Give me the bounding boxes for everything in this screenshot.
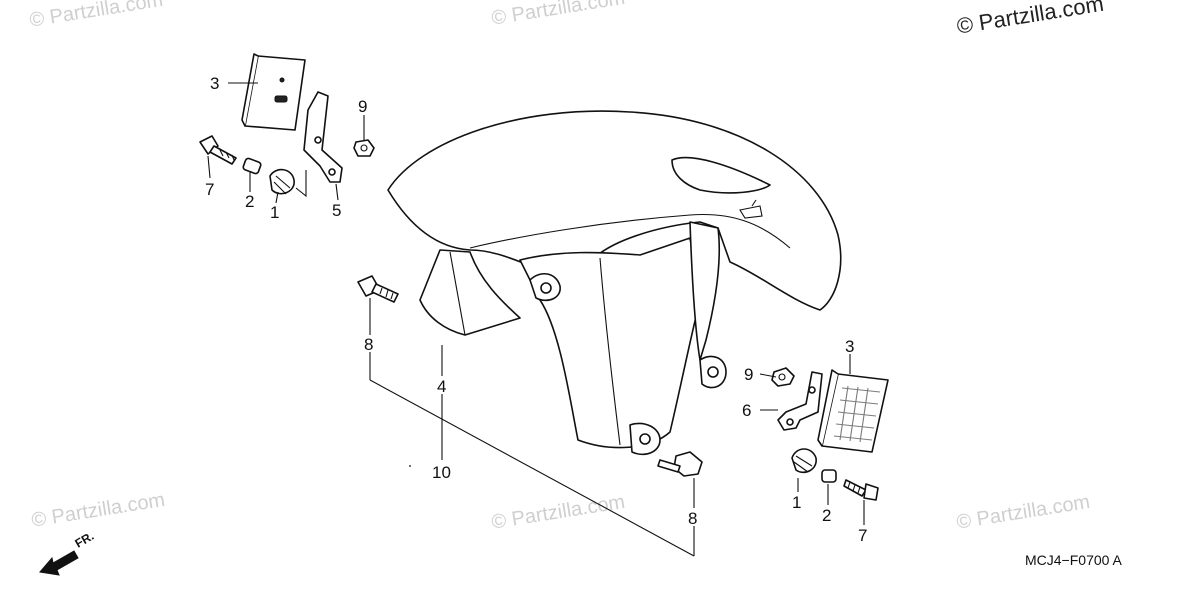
left-reflector-assembly xyxy=(199,53,375,198)
arrow-icon xyxy=(39,550,79,576)
callout-left-grommet: 1 xyxy=(270,203,279,222)
callout-fender-assy: 10 xyxy=(432,463,451,482)
right-reflector-assembly xyxy=(771,367,889,501)
center-bolt xyxy=(357,275,399,303)
callout-left-collar: 2 xyxy=(245,192,254,211)
front-direction-indicator: FR. xyxy=(39,529,97,576)
diagram-code: MCJ4−F0700 A xyxy=(1025,552,1123,568)
callout-lower-bolt: 8 xyxy=(688,509,697,528)
direction-label: FR. xyxy=(73,529,97,551)
leader-lines xyxy=(207,82,865,557)
callout-right-collar: 2 xyxy=(822,506,831,525)
lower-bolt xyxy=(657,451,703,477)
callout-left-bolt: 7 xyxy=(205,180,214,199)
callout-right-nut: 9 xyxy=(744,365,753,384)
callout-right-bolt: 7 xyxy=(858,526,867,545)
callout-left-nut: 9 xyxy=(358,97,367,116)
callout-fender-inner: 4 xyxy=(437,377,446,396)
callout-right-reflector: 3 xyxy=(845,337,854,356)
callout-center-bolt: 8 xyxy=(364,335,373,354)
callout-left-reflector: 3 xyxy=(210,74,219,93)
front-fender xyxy=(387,110,842,456)
callout-left-stay: 5 xyxy=(332,201,341,220)
callout-labels: 3 7 2 1 5 9 8 4 10 9 6 3 1 2 7 8 xyxy=(205,74,867,545)
callout-right-grommet: 1 xyxy=(792,493,801,512)
callout-right-stay: 6 xyxy=(742,401,751,420)
